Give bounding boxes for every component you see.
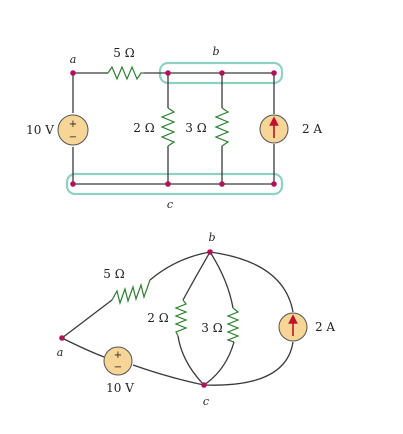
node-c-dot: [201, 382, 207, 388]
node-c-dot: [219, 181, 225, 187]
node-b-dot: [165, 70, 171, 76]
top-circuit: + − a b c 5 Ω 2 Ω 3 Ω 10 V 2 A: [26, 45, 322, 211]
node-c-dot: [70, 181, 76, 187]
voltage-plus-sign: +: [69, 119, 77, 130]
wire-isource-to-c: [203, 341, 294, 386]
resistor-5-label: 5 Ω: [113, 46, 134, 60]
voltage-minus-sign: −: [114, 362, 122, 373]
voltage-source-label: 10 V: [26, 123, 54, 137]
wire-vsource-to-c: [132, 364, 205, 386]
node-c-outline: [65, 172, 284, 196]
resistor-3-ohm: [214, 107, 230, 147]
node-b-dot: [207, 249, 213, 255]
resistor-3-label: 3 Ω: [201, 321, 222, 335]
resistor-3-label: 3 Ω: [185, 121, 206, 135]
resistor-5-ohm: [111, 279, 151, 306]
node-a-label: a: [70, 53, 77, 66]
wire-b-to-r2: [182, 251, 211, 301]
resistor-2-ohm: [160, 107, 176, 147]
node-a-label: a: [57, 346, 64, 359]
wire-r5-to-b: [149, 251, 211, 281]
node-c-dot: [165, 181, 171, 187]
node-b-dot: [219, 70, 225, 76]
resistor-2-ohm: [174, 299, 188, 337]
current-source-label: 2 A: [302, 122, 322, 136]
wire-b-to-isource: [209, 251, 294, 313]
node-b-label: b: [212, 45, 219, 58]
voltage-plus-sign: +: [114, 350, 122, 361]
wire-r3-to-c: [203, 341, 235, 386]
node-c-dot: [271, 181, 277, 187]
voltage-source-label: 10 V: [106, 381, 134, 395]
node-a-dot: [59, 335, 65, 341]
resistor-2-label: 2 Ω: [147, 311, 168, 325]
voltage-source: [103, 346, 133, 376]
node-c-label: c: [203, 395, 209, 408]
node-a-dot: [70, 70, 76, 76]
wire-a-to-vsource: [61, 337, 105, 358]
wire-b-to-r3: [209, 251, 234, 309]
node-b-label: b: [208, 231, 215, 244]
resistor-5-ohm: [107, 65, 144, 81]
resistor-3-ohm: [226, 307, 240, 343]
current-source-label: 2 A: [315, 320, 335, 334]
wire-a-to-r5: [61, 299, 113, 339]
voltage-source: [57, 114, 89, 146]
voltage-minus-sign: −: [69, 132, 77, 143]
resistor-2-label: 2 Ω: [133, 121, 154, 135]
node-c-label: c: [167, 198, 173, 211]
node-b-dot: [271, 70, 277, 76]
wire-r2-to-c: [177, 335, 205, 386]
wire-node-c-bus: [72, 147, 274, 185]
bottom-graph: + − a b c 5 Ω 2 Ω 3 Ω 10 V 2 A: [57, 231, 336, 408]
resistor-5-label: 5 Ω: [103, 267, 124, 281]
